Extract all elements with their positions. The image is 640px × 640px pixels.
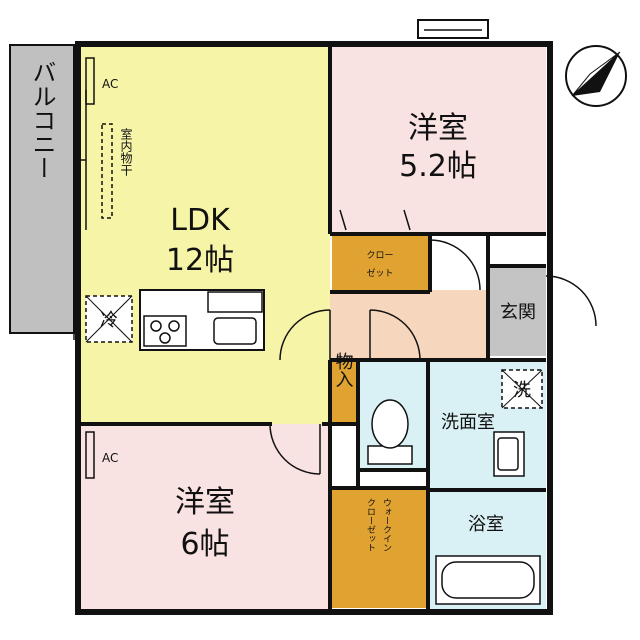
ldk-name: LDK: [170, 203, 231, 238]
north-bedroom-name: 洋室: [408, 111, 468, 146]
washbasin-icon: [493, 431, 525, 477]
north-bedroom-size: 5.2帖: [399, 149, 477, 184]
stove-burner-icon: [150, 320, 162, 332]
laundry-pan-icon: [501, 369, 543, 409]
sink-icon: [213, 317, 257, 345]
walkin-closet-area: [332, 488, 426, 608]
washroom-label: 洗面室: [441, 412, 495, 433]
fridge-label: 冷: [100, 310, 118, 331]
closet-area: [332, 234, 428, 292]
ldk-area: [80, 44, 330, 424]
walkin-closet-label-1: ウォークイン: [381, 498, 392, 552]
corridor-area: [330, 424, 358, 488]
ac-label-ldk: AC: [102, 77, 118, 91]
toilet-icon: [367, 399, 413, 465]
hallway-upper-area: [430, 234, 488, 290]
ac-label-west: AC: [102, 451, 118, 465]
west-bedroom-area: [80, 424, 330, 610]
entrance-label: 玄関: [500, 302, 536, 323]
balcony: [9, 44, 75, 334]
stove-burner-icon: [168, 320, 180, 332]
stove-burner-icon: [159, 332, 171, 344]
north-arrow-icon: [565, 45, 627, 107]
interior-walls: [80, 44, 546, 610]
storage-label: 物入: [333, 352, 354, 388]
drying-rack-icon: [101, 123, 113, 219]
doors: [269, 209, 597, 475]
fridge-icon: [85, 295, 133, 343]
storage-area: [330, 362, 356, 422]
west-bedroom-size: 6帖: [180, 527, 229, 562]
laundry-label: 洗: [513, 380, 531, 401]
hallway-area: [330, 290, 488, 360]
entrance-area: [490, 266, 546, 356]
walkin-closet-label-2: クローゼット: [365, 498, 376, 552]
west-bedroom-name: 洋室: [175, 485, 235, 520]
balcony-label: バルコニー: [28, 60, 56, 180]
bath-label: 浴室: [468, 514, 504, 535]
closet-label-2: ゼット: [366, 267, 393, 279]
north-bedroom-area: [330, 44, 546, 234]
outer-walls: [75, 41, 553, 615]
bathtub-icon: [435, 555, 541, 605]
kitchen-counter: [139, 289, 265, 351]
indoor-drying-label: 室内物干: [119, 127, 133, 176]
top-window: [417, 19, 489, 39]
balcony-windows: [73, 70, 87, 340]
ldk-size: 12帖: [166, 243, 234, 278]
closet-label-1: クロー: [366, 250, 393, 261]
